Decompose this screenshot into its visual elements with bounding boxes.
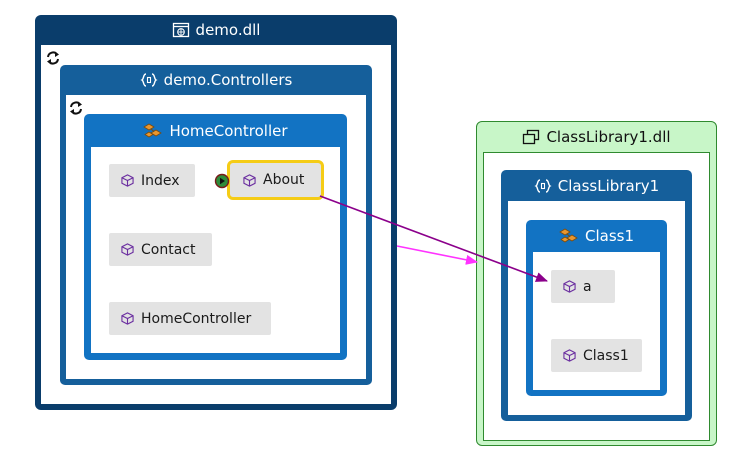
member-contact[interactable]: Contact: [109, 233, 212, 266]
namespace-icon: [140, 73, 158, 87]
member-a[interactable]: a: [551, 270, 615, 303]
assembly-demo-header[interactable]: demo.dll: [35, 15, 397, 45]
assembly-lib-header[interactable]: ClassLibrary1.dll: [477, 122, 716, 152]
member-label: HomeController: [141, 310, 252, 327]
cube-icon: [243, 173, 256, 187]
cube-icon: [121, 312, 134, 325]
assembly-lib-title: ClassLibrary1.dll: [546, 128, 671, 146]
member-label: a: [583, 278, 592, 295]
namespace-icon: [534, 178, 552, 193]
cube-icon: [563, 280, 576, 293]
namespace-lib-header[interactable]: ClassLibrary1: [501, 170, 692, 201]
member-index[interactable]: Index: [109, 164, 195, 197]
namespace-demo-header[interactable]: demo.Controllers: [60, 65, 372, 95]
cube-icon: [121, 243, 134, 256]
member-about[interactable]: About: [227, 160, 324, 200]
assembly-icon: [172, 22, 189, 38]
namespace-lib-title: ClassLibrary1: [557, 176, 660, 195]
class-icon: [559, 228, 578, 243]
member-class1-ctor[interactable]: Class1: [551, 339, 642, 372]
expand-toggle-icon[interactable]: [214, 173, 230, 189]
class-icon: [143, 123, 163, 137]
refresh-icon[interactable]: [67, 99, 85, 117]
cube-icon: [121, 174, 134, 187]
assembly-icon: [523, 129, 540, 145]
member-label: About: [263, 172, 305, 188]
assembly-demo-title: demo.dll: [195, 21, 261, 39]
member-home-controller-ctor[interactable]: HomeController: [109, 302, 271, 335]
namespace-demo-title: demo.Controllers: [163, 71, 293, 89]
class-class1-header[interactable]: Class1: [526, 220, 667, 252]
class-home-title: HomeController: [169, 121, 288, 140]
refresh-icon[interactable]: [44, 49, 62, 67]
class-home-header[interactable]: HomeController: [84, 114, 347, 147]
member-label: Index: [141, 172, 180, 189]
member-label: Class1: [583, 347, 629, 364]
cube-icon: [563, 349, 576, 362]
member-label: Contact: [141, 241, 196, 258]
assembly-dependency-arrow[interactable]: [396, 245, 478, 265]
class-class1-title: Class1: [584, 227, 634, 245]
